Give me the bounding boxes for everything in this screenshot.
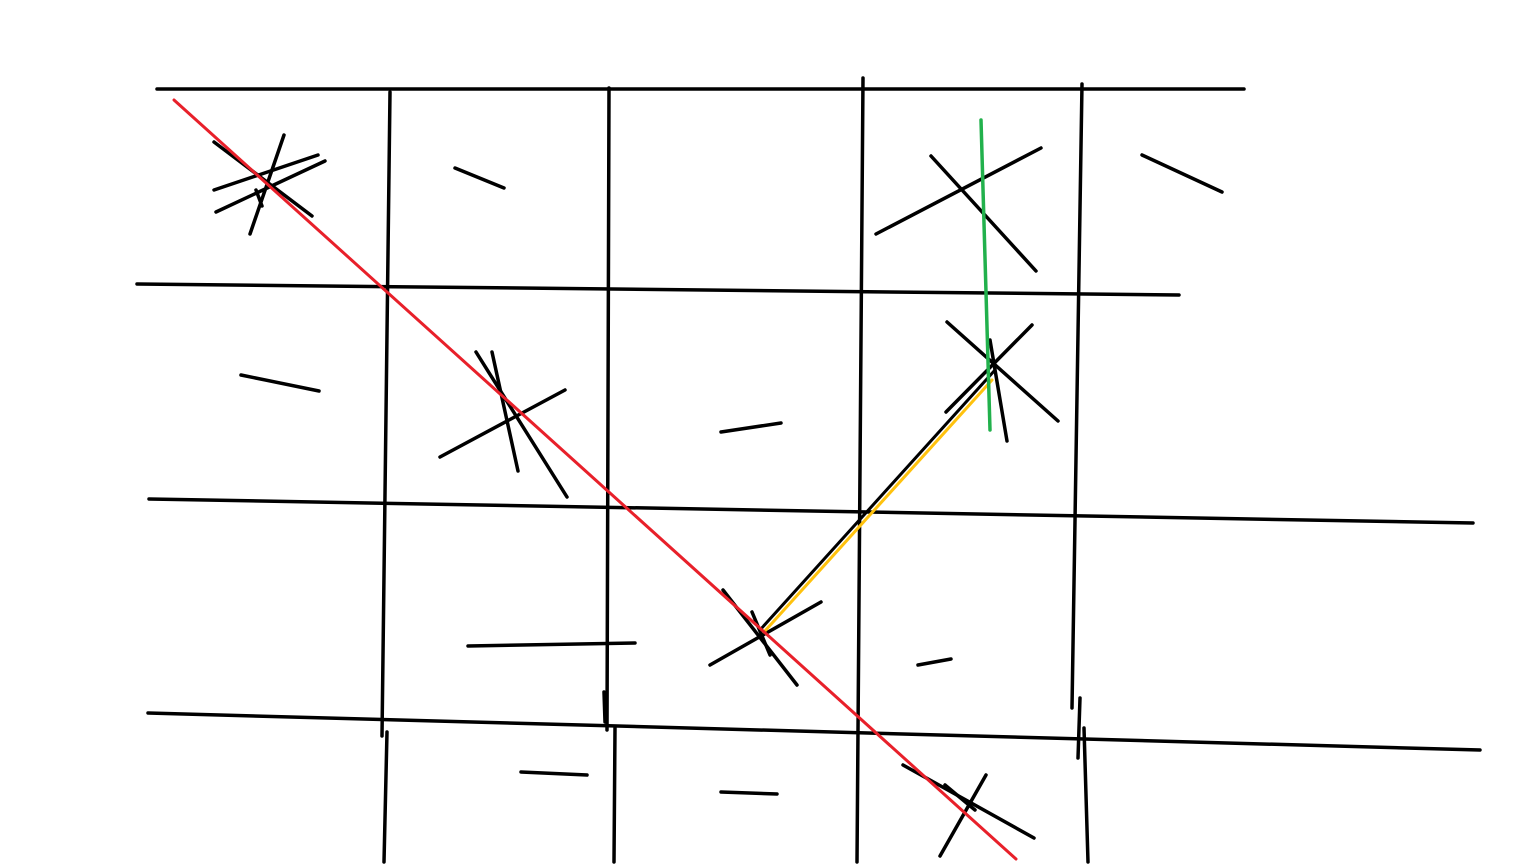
dash-mark-r2c3: [719, 421, 783, 434]
grid-line-h2: [135, 282, 1181, 297]
black-connector-line: [758, 368, 997, 632]
grid-line-h4: [146, 711, 1482, 752]
star-mark-r3c3: [708, 588, 823, 687]
grid-line-v2b: [612, 726, 617, 864]
cross-mark-r4c4: [901, 763, 1036, 858]
grid-line-v2-tick: [602, 690, 607, 724]
grid-line-v2: [605, 86, 611, 732]
dash-mark-r4c2: [519, 770, 589, 777]
grid-line-v4: [1070, 82, 1084, 710]
grid-line-v4b: [1082, 726, 1090, 864]
star-mark-r2c4: [944, 320, 1060, 443]
dash-mark-r3c4: [916, 657, 953, 667]
dash-mark-r4c3: [719, 790, 779, 796]
cross-mark-r1c4: [874, 146, 1043, 273]
dash-mark-r1c5: [1140, 153, 1224, 194]
red-diagonal-line: [172, 98, 1018, 861]
yellow-connector-line: [762, 378, 994, 634]
dash-mark-r3c2: [466, 641, 637, 648]
grid-line-h3: [147, 497, 1475, 525]
grid-line-v4-tick: [1076, 696, 1082, 760]
grid-line-v3: [855, 76, 865, 864]
dash-mark-r1c2: [453, 166, 506, 190]
star-mark-r2c2: [438, 350, 569, 499]
grid-line-v1b: [382, 730, 389, 864]
dash-mark-r2c1: [239, 373, 321, 393]
grid-line-v1: [380, 90, 392, 738]
grid: [135, 76, 1482, 864]
green-vertical-line: [979, 118, 992, 432]
